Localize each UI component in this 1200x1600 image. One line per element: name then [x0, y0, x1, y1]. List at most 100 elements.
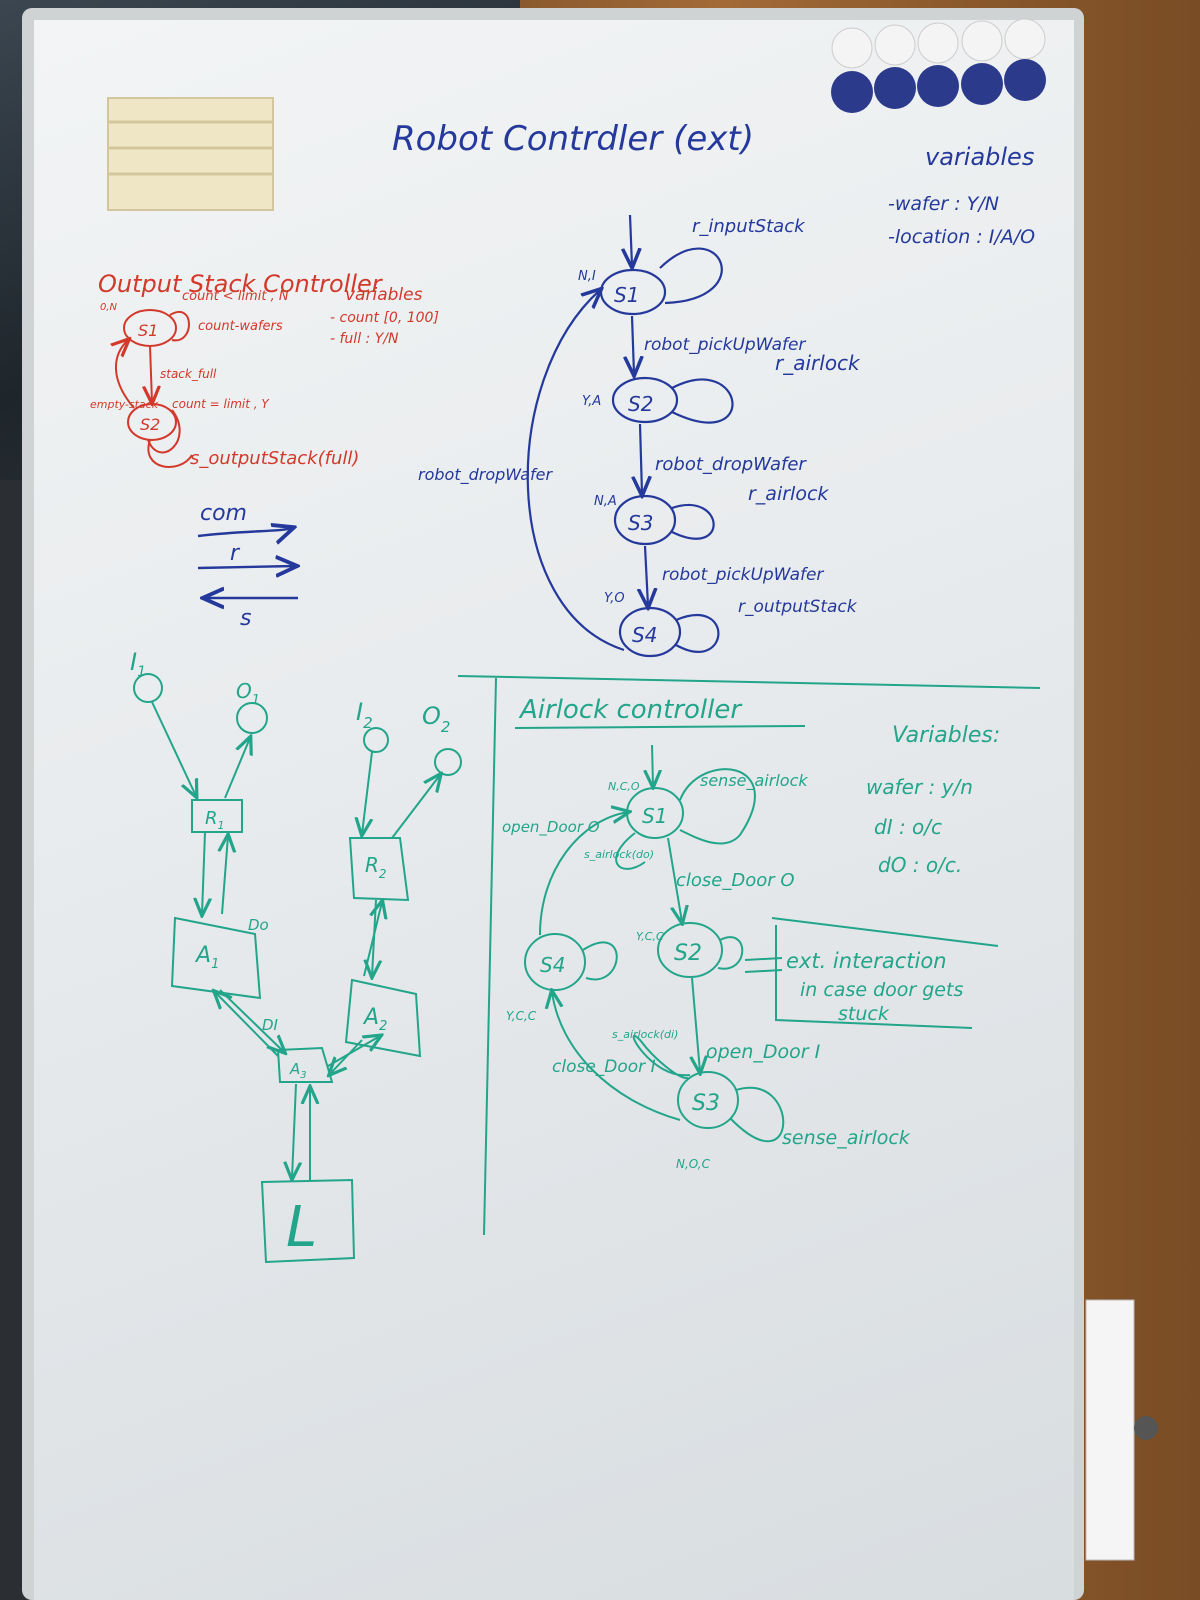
airlock-s2-tag: Y,C,C	[636, 930, 664, 943]
output-edge-output-full: s_outputStack(full)	[190, 448, 359, 469]
robot-loop-s4	[675, 613, 720, 653]
airlock-loop-s4	[582, 941, 618, 981]
robot-edge-drop-back: robot_dropWafer	[418, 465, 553, 485]
topology-di-label: DI	[262, 1016, 279, 1034]
node-a1-label: A	[194, 943, 211, 968]
robot-edge-pickup1: robot_pickUpWafer	[644, 335, 806, 355]
airlock-loop-s1	[679, 768, 756, 845]
node-a3	[276, 1046, 334, 1083]
node-a1-sub: 1	[211, 957, 219, 972]
node-i1-label: I	[130, 648, 137, 676]
robot-s1-tag: N,I	[578, 269, 596, 284]
node-i2-sub: 2	[363, 714, 373, 732]
airlock-edge-sense1: sense_airlock	[700, 771, 808, 791]
node-o2	[434, 748, 462, 776]
robot-s4-tag: Y,O	[604, 591, 625, 606]
node-r2-label: R	[365, 853, 379, 877]
airlock-var-wafer: wafer : y/n	[866, 775, 973, 799]
board-bracket	[1085, 1299, 1158, 1561]
svg-text:A1: A1	[194, 943, 219, 972]
com-legend: com r s	[197, 501, 298, 631]
airlock-edge-close-o: close_Door O	[676, 870, 795, 891]
airlock-s3-tag: N,O,C	[676, 1157, 711, 1171]
node-i2	[363, 727, 389, 753]
node-a3-sub: 3	[300, 1070, 306, 1081]
airlock-loop-s3-inner	[632, 1034, 691, 1080]
airlock-controller-section: Airlock controller Variables: wafer : y/…	[502, 695, 1000, 1171]
output-var-full: - full : Y/N	[330, 331, 399, 347]
airlock-title: Airlock controller	[518, 695, 743, 725]
section-dividers	[457, 675, 1041, 1236]
airlock-note-line2: in case door gets	[800, 979, 963, 1001]
output-s1-label: S1	[138, 321, 158, 340]
airlock-edge-open-o: open_Door O	[502, 818, 600, 837]
robot-loop-s3	[671, 504, 715, 540]
robot-edge-airlock2: r_airlock	[748, 483, 829, 505]
robot-controller-section: Robot Contrdler (ext) variables -wafer :…	[392, 119, 1035, 658]
svg-text:R1: R1	[205, 808, 225, 832]
robot-s4-label: S4	[632, 623, 657, 647]
robot-edge-pickup2: robot_pickUpWafer	[662, 565, 824, 585]
output-title: Output Stack Controller	[98, 270, 384, 298]
topology-do-label: Do	[248, 916, 269, 934]
svg-text:A2: A2	[362, 1005, 387, 1034]
node-i2-label: I	[356, 698, 363, 726]
robot-edge-input-stack: r_inputStack	[692, 216, 806, 237]
node-a2	[344, 978, 422, 1058]
output-variables-heading: variables	[345, 285, 423, 305]
node-o1-label: O	[236, 679, 252, 703]
node-a2-label: A	[362, 1005, 379, 1030]
node-i1-sub: 1	[137, 664, 146, 680]
robot-s3-label: S3	[628, 511, 653, 535]
output-edge-count-eq: count = limit , Y	[172, 397, 270, 411]
magnets	[831, 18, 1046, 113]
robot-s1-label: S1	[614, 283, 639, 307]
airlock-var-do: dO : o/c.	[878, 853, 962, 877]
node-o2-label: O	[422, 702, 441, 730]
com-s-label: s	[240, 606, 251, 631]
node-a1	[170, 916, 262, 1000]
robot-edge-airlock1: r_airlock	[775, 351, 861, 375]
robot-edge-drop1: robot_dropWafer	[655, 454, 807, 475]
output-edge-init: 0,N	[100, 302, 118, 313]
output-edge-count-lt: count < limit , N	[182, 289, 289, 304]
robot-s3-tag: N,A	[594, 494, 617, 509]
robot-state-s2	[611, 376, 679, 424]
node-a3-label: A	[289, 1060, 300, 1078]
airlock-s3-label: S3	[692, 1091, 720, 1116]
airlock-edge-sense3: sense_airlock	[782, 1127, 911, 1149]
airlock-variables-heading: Variables:	[892, 723, 1000, 748]
node-r1-sub: 1	[218, 819, 225, 832]
airlock-s4-label: S4	[540, 953, 565, 977]
output-edge-stack-full: stack_full	[160, 367, 217, 381]
robot-var-location: -location : I/A/O	[888, 226, 1035, 248]
node-l-label: L	[286, 1195, 317, 1260]
airlock-loop-s2	[717, 936, 744, 970]
svg-text:O1: O1	[236, 679, 260, 708]
airlock-edge-s-airlock-di: s_airlock(di)	[612, 1028, 678, 1041]
node-r2-sub: 2	[379, 867, 387, 881]
airlock-s1-label: S1	[642, 804, 667, 828]
airlock-note-line1: ext. interaction	[786, 949, 947, 973]
node-o2-sub: 2	[441, 718, 451, 736]
robot-s2-tag: Y,A	[582, 394, 601, 409]
robot-loop-s1	[659, 247, 723, 305]
com-r-label: r	[230, 541, 241, 566]
output-edge-empty-stack: empty-stack	[90, 398, 159, 411]
topology-diagram: I1 O1 I2 O2 R1 R2 A1 A2 A3 L Do DI	[130, 648, 462, 1264]
node-r1-label: R	[205, 808, 218, 829]
svg-text:O2: O2	[422, 702, 450, 736]
robot-title: Robot Contrdler (ext)	[392, 119, 754, 159]
robot-var-wafer: -wafer : Y/N	[888, 193, 999, 215]
airlock-s2-label: S2	[674, 941, 702, 966]
airlock-edge-close-i: close_Door I	[552, 1057, 656, 1077]
airlock-edge-s-airlock-do: s_airlock(do)	[584, 848, 654, 861]
node-o1-sub: 1	[252, 693, 260, 708]
com-label: com	[200, 501, 247, 526]
node-r2	[348, 837, 410, 902]
airlock-note-line3: stuck	[838, 1003, 890, 1025]
airlock-loop-s3	[729, 1086, 785, 1143]
node-a2-sub: 2	[379, 1019, 387, 1034]
